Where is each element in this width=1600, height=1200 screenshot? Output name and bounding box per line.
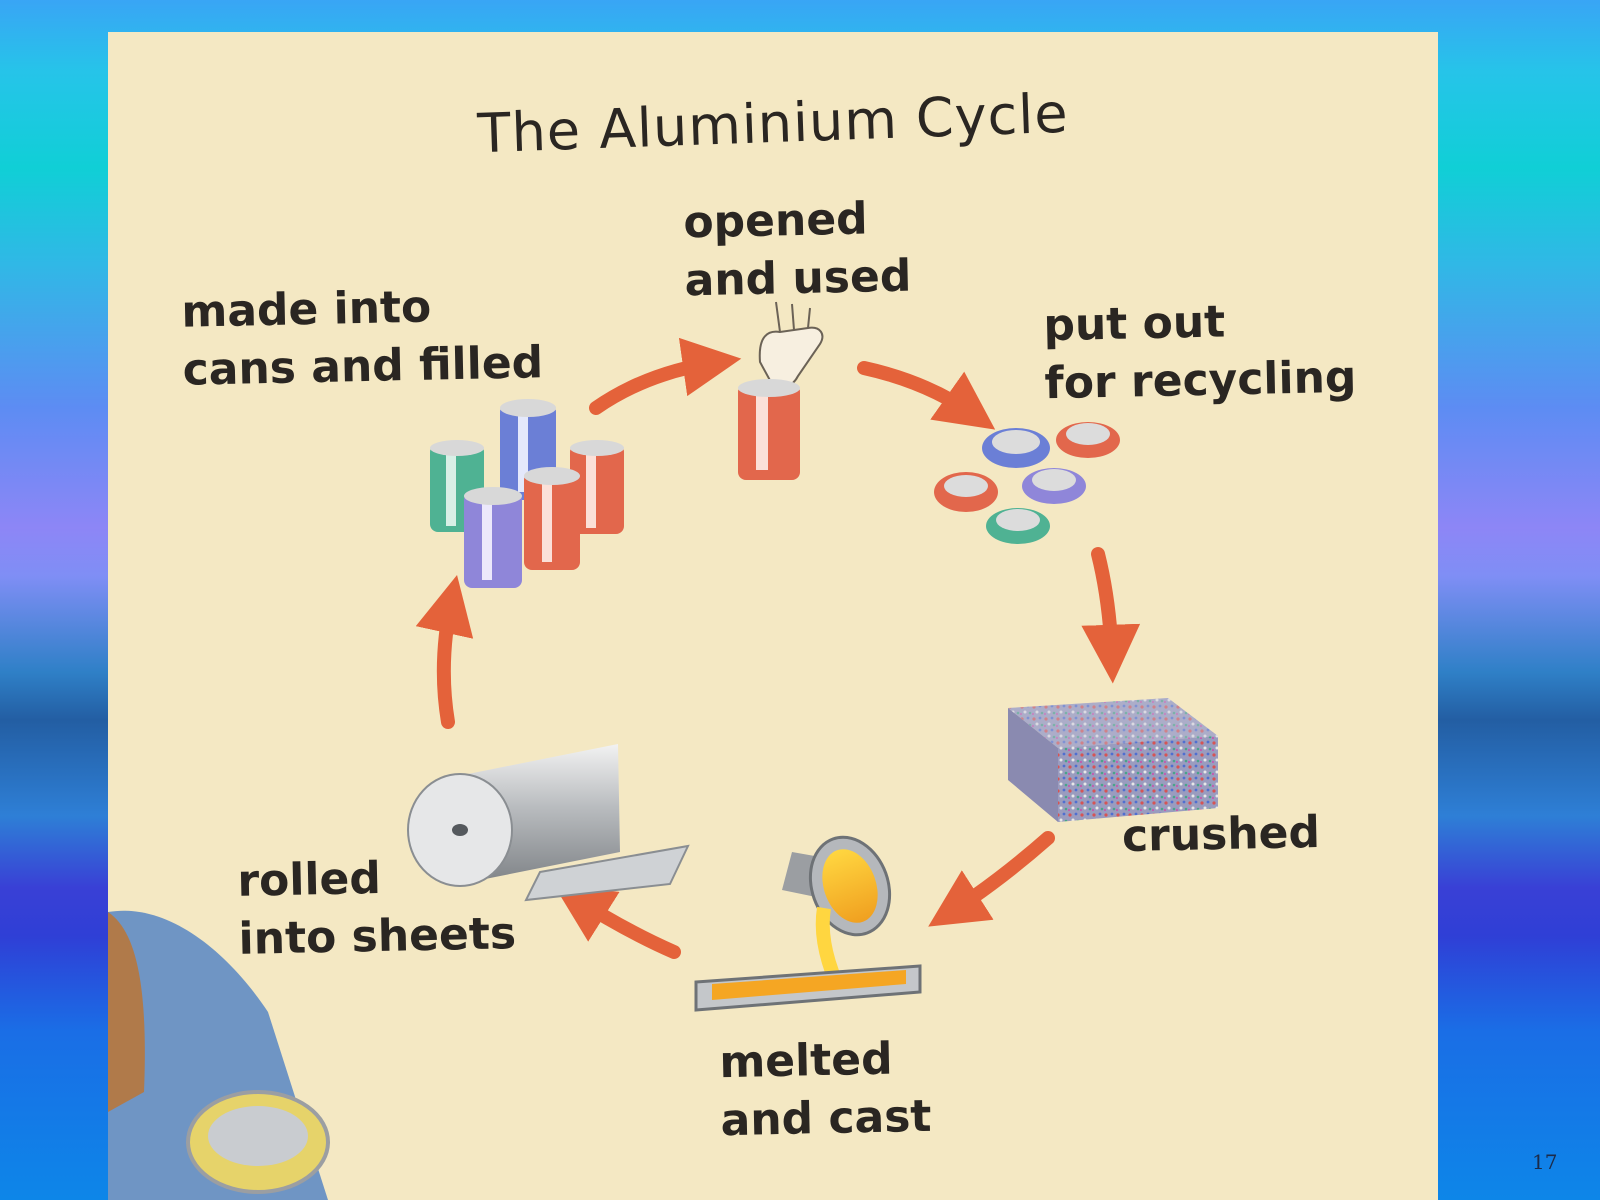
- ladle-pouring-icon: [694, 835, 922, 1012]
- crushed-block-icon: [1008, 698, 1218, 822]
- aluminium-roll-icon: [407, 744, 690, 902]
- step-label-put-out: put out for recycling: [1042, 296, 1357, 410]
- step-label-made: made into cans and filled: [180, 281, 544, 396]
- arrow-rolled-to-made: [415, 575, 474, 729]
- step-label-opened: opened and used: [682, 193, 912, 307]
- page-number: 17: [1532, 1150, 1558, 1174]
- arrow-opened-to-putout: [857, 361, 996, 430]
- hand-opening-can-icon: [738, 301, 824, 480]
- photo-corner-decoration: [108, 910, 330, 1200]
- step-label-rolled: rolled into sheets: [236, 852, 517, 965]
- arrow-putout-to-crushed: [1081, 547, 1141, 684]
- cycle-diagram: [108, 301, 1218, 1200]
- arrow-crushed-to-melted: [928, 831, 1055, 927]
- diagram-panel: The Aluminium Cycle made into cans and f…: [108, 32, 1438, 1200]
- arrow-melted-to-rolled: [554, 885, 681, 959]
- arrow-made-to-opened: [589, 337, 742, 415]
- cycle-arrows: [415, 337, 1141, 959]
- crushed-cans-icon: [934, 422, 1120, 544]
- step-label-crushed: crushed: [1121, 806, 1321, 863]
- filled-cans-icon: [430, 399, 624, 588]
- step-label-melted: melted and cast: [718, 1033, 932, 1147]
